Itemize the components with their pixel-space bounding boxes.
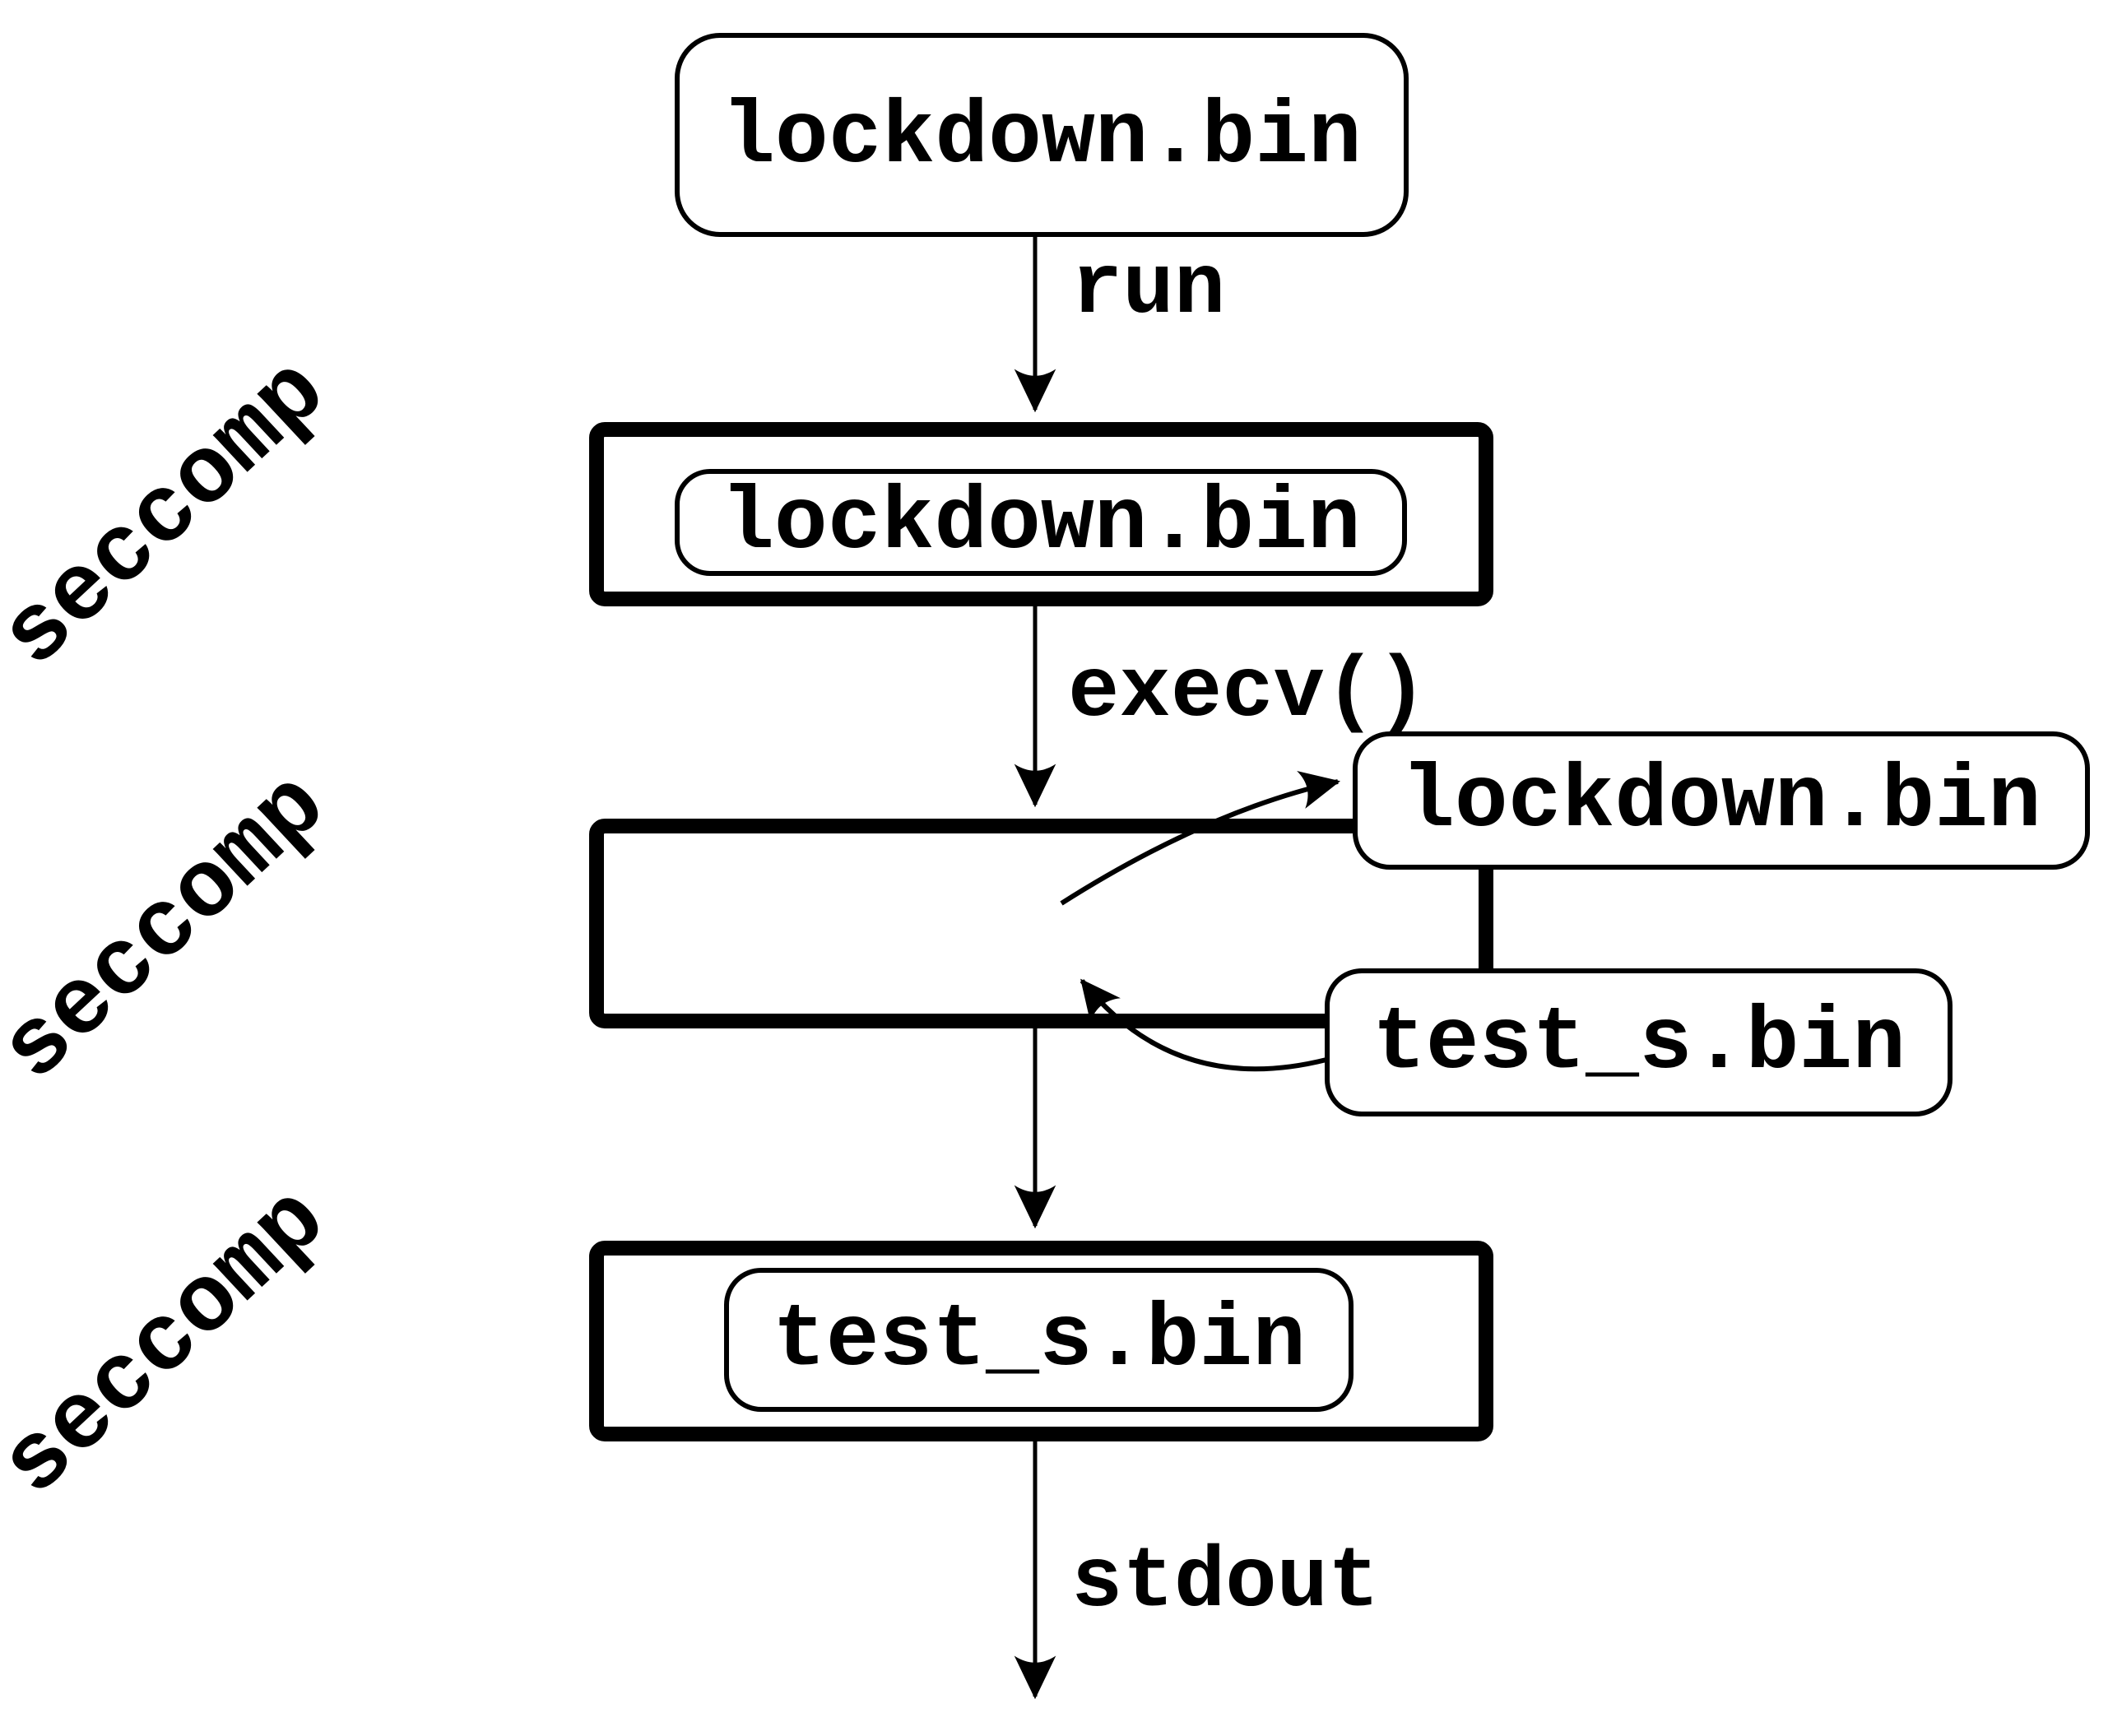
stage3-inner-binary-label: test_s.bin: [773, 1291, 1306, 1391]
start-binary-label: lockdown.bin: [722, 88, 1362, 188]
old-binary-label: lockdown.bin: [1401, 752, 2041, 852]
run-arrow-label: run: [1071, 241, 1225, 338]
swap-out-arrow: [1060, 771, 1340, 906]
new-binary-node: [1325, 968, 1953, 1116]
sandbox-stage2-box: [589, 819, 1493, 1028]
stage3-inner-binary-node: [724, 1268, 1354, 1412]
swap-in-arrow: [1080, 978, 1327, 1072]
new-binary-label: test_s.bin: [1372, 994, 1906, 1094]
seccomp-label-2: seccomp: [0, 752, 348, 1105]
stage1-inner-binary-node: [675, 469, 1407, 576]
old-binary-node: [1353, 731, 2090, 870]
stage1-inner-binary-label: lockdown.bin: [721, 474, 1361, 574]
execv-arrow-label: execv(): [1068, 644, 1428, 741]
start-binary-node: [675, 33, 1409, 237]
seccomp-label-3: seccomp: [0, 1167, 348, 1520]
seccomp-label-1: seccomp: [0, 338, 348, 691]
stdout-arrow-label: stdout: [1071, 1534, 1379, 1632]
